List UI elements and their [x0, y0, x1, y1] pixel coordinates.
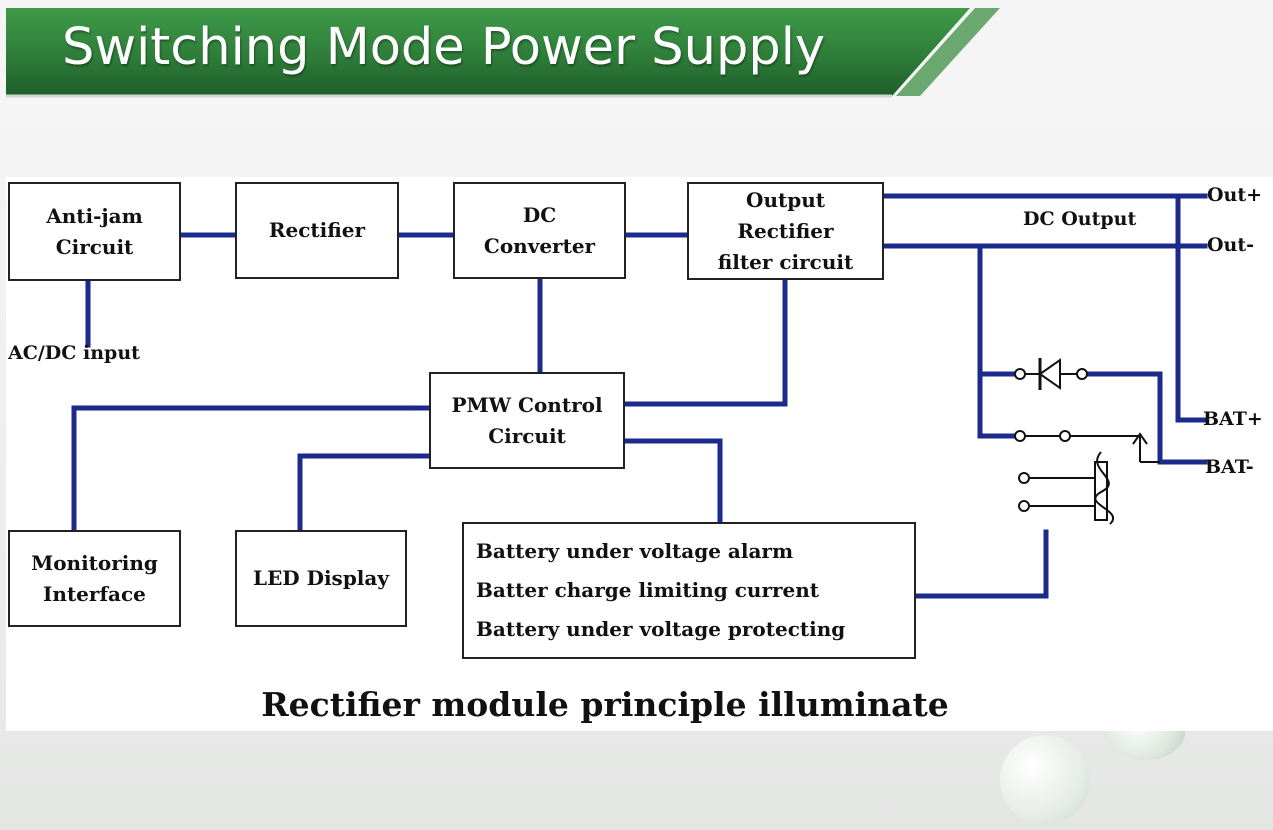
block-label: Interface: [43, 581, 146, 606]
relay-terminal: [1018, 500, 1030, 512]
wire-pwm-battery: [621, 438, 723, 526]
rectifier-block: Rectifier: [235, 182, 399, 279]
wire-out-plus-bat: [1175, 193, 1208, 423]
relay-terminal: [1018, 472, 1030, 484]
wire-battery-relay: [912, 529, 1049, 599]
diode-terminal: [1076, 368, 1088, 380]
block-label: Rectifier: [268, 218, 366, 242]
bat-plus-label: BAT+: [1203, 408, 1263, 430]
block-label: PMW Control: [451, 392, 603, 417]
page-title: Switching Mode Power Supply: [62, 18, 826, 77]
led-display-block: LED Display: [235, 530, 407, 627]
ac-dc-input-label: AC/DC input: [8, 342, 140, 364]
block-label: Anti-jam: [46, 203, 143, 228]
bat-minus-label: BAT-: [1205, 456, 1254, 478]
switch-terminal: [1059, 430, 1071, 442]
block-label: filter circuit: [717, 249, 854, 274]
out-minus-label: Out-: [1207, 234, 1255, 256]
decorative-orb: [1000, 735, 1090, 825]
dc-converter-block: DC Converter: [453, 182, 626, 279]
block-label: Monitoring: [31, 550, 158, 575]
battery-function-item: Battery under voltage protecting: [476, 617, 846, 641]
wire-pwm-monitoring: [71, 405, 433, 534]
block-label: Converter: [483, 233, 596, 258]
block-label: Circuit: [488, 423, 566, 448]
dc-output-label: DC Output: [1023, 208, 1137, 230]
battery-functions-block: Battery under voltage alarm Batter charg…: [462, 522, 916, 659]
title-banner: [0, 0, 1273, 100]
switch-terminal: [1014, 430, 1026, 442]
wire-diode-right: [1083, 371, 1208, 465]
diode-terminal: [1014, 368, 1026, 380]
out-plus-label: Out+: [1207, 184, 1263, 206]
wire-output-pwm: [621, 277, 788, 407]
block-label: LED Display: [253, 566, 389, 590]
battery-function-item: Battery under voltage alarm: [476, 539, 794, 563]
battery-function-item: Batter charge limiting current: [476, 578, 820, 602]
block-label: Circuit: [55, 234, 134, 259]
block-label: Output: [746, 187, 825, 212]
block-label: Rectifier: [737, 218, 834, 243]
diagram-caption: Rectifier module principle illuminate: [261, 685, 949, 724]
diode-icon: [1038, 358, 1061, 390]
block-label: DC: [522, 202, 557, 227]
wire-pwm-led: [297, 453, 433, 534]
